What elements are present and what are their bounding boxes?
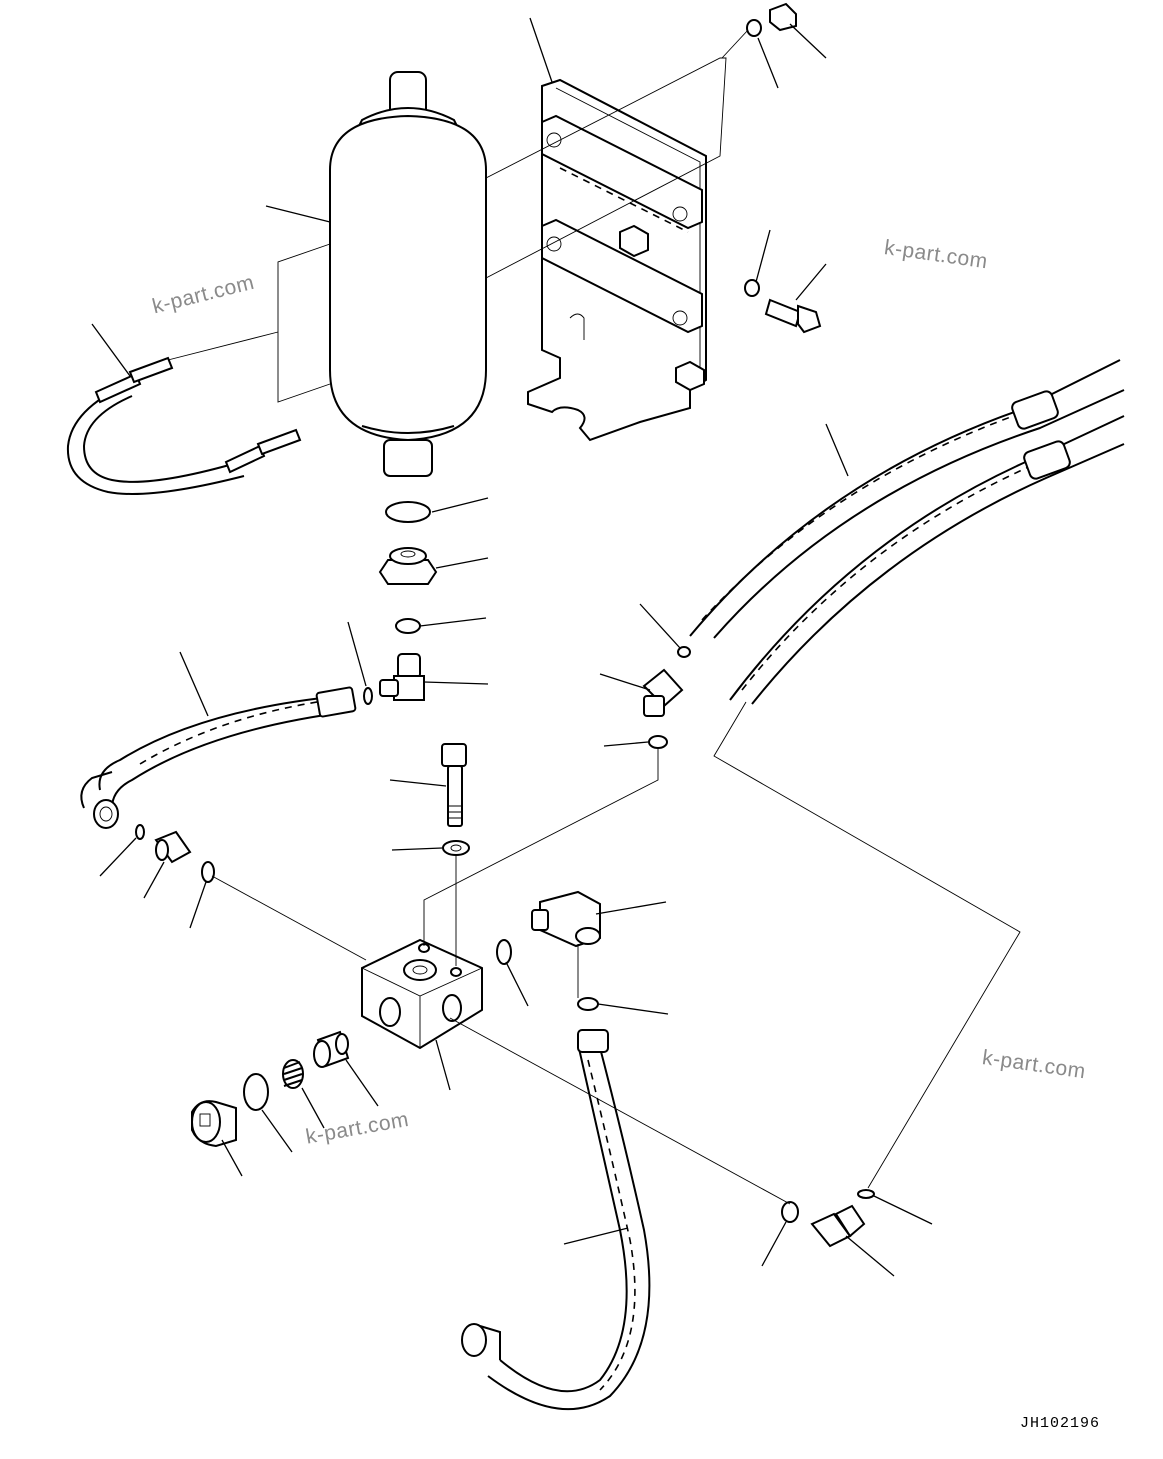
o-ring-side[interactable] (363, 687, 373, 705)
washer[interactable] (442, 840, 470, 856)
elbow-fitting[interactable] (379, 653, 425, 701)
o-ring-lower[interactable] (577, 997, 599, 1011)
angle-fitting[interactable] (642, 668, 684, 717)
plug[interactable] (191, 1100, 237, 1148)
washer-mid[interactable] (744, 279, 760, 297)
bolt[interactable] (441, 743, 467, 827)
o-ring-small[interactable] (395, 618, 421, 634)
elbow-fitting-bottom[interactable] (810, 1204, 866, 1248)
accumulator[interactable] (329, 71, 487, 477)
o-ring-right[interactable] (677, 646, 691, 658)
hose-lower[interactable] (461, 1029, 651, 1411)
hex-bolt[interactable] (764, 298, 822, 334)
o-ring-plug[interactable] (243, 1073, 269, 1111)
o-ring-switch[interactable] (496, 939, 512, 965)
hose-left[interactable] (80, 686, 357, 829)
leader-lines (91, 17, 1021, 1277)
spring[interactable] (282, 1059, 304, 1089)
drawing-code: JH102196 (1020, 1415, 1101, 1432)
u-clamp-band[interactable] (66, 356, 302, 495)
nut-top[interactable] (769, 2, 797, 32)
mounting-bracket[interactable] (527, 78, 707, 442)
washer-top[interactable] (746, 19, 762, 37)
o-ring-hose[interactable] (135, 824, 145, 840)
o-ring-bottom[interactable] (781, 1201, 799, 1223)
o-ring[interactable] (385, 501, 431, 523)
valve-spool[interactable] (313, 1030, 350, 1068)
o-ring-bottom-right[interactable] (857, 1189, 875, 1199)
o-ring-angle[interactable] (648, 735, 668, 749)
pressure-switch[interactable] (531, 890, 601, 948)
hose-right-pair[interactable] (689, 359, 1125, 705)
valve-block[interactable] (361, 938, 483, 1050)
o-ring-fitting[interactable] (201, 861, 215, 883)
adapter-nut[interactable] (378, 547, 438, 585)
straight-fitting[interactable] (154, 830, 192, 864)
